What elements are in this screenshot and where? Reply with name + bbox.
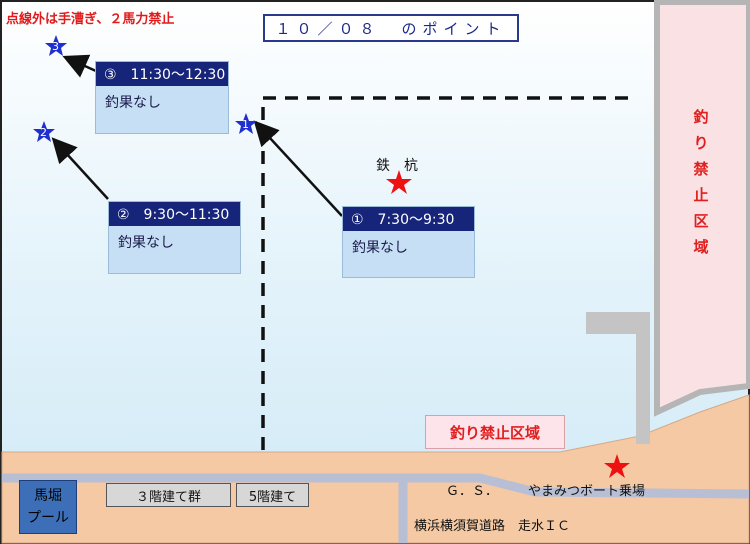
point-card-1: ① 7:30〜9:30 釣果なし: [342, 206, 475, 278]
point-marker-1: [235, 113, 257, 134]
pool-label-line1: 馬堀: [34, 488, 62, 504]
no-fishing-zone-box: 釣り禁止区域: [425, 415, 565, 449]
point-card-1-header: ① 7:30〜9:30: [343, 207, 474, 231]
point-card-3: ③ 11:30〜12:30 釣果なし: [95, 61, 229, 134]
point-marker-3: [45, 35, 67, 56]
point-marker-2-number: 2: [40, 126, 47, 139]
no-fishing-char: 域: [693, 238, 709, 256]
no-fishing-char: 区: [693, 212, 709, 230]
breakwater: [586, 312, 650, 444]
arrow-point-1: [253, 120, 343, 217]
point-card-2: ② 9:30〜11:30 釣果なし: [108, 201, 241, 274]
no-fishing-zone-box-label: 釣り禁止区域: [449, 423, 540, 442]
gas-station-label: Ｇ．Ｓ．: [446, 484, 499, 499]
point-card-3-header: ③ 11:30〜12:30: [96, 62, 228, 86]
point-card-3-result: 釣果なし: [105, 95, 161, 111]
coast-road: [2, 473, 750, 499]
no-fishing-char: り: [693, 134, 709, 152]
rowing-only-note: 点線外は手漕ぎ、２馬力禁止: [6, 12, 175, 27]
point-card-2-result: 釣果なし: [118, 235, 174, 251]
building-5f: 5階建て: [236, 483, 309, 507]
point-card-1-result: 釣果なし: [352, 240, 408, 256]
no-fishing-char: 釣: [693, 108, 709, 126]
building-3f-group: ３階建て群: [106, 483, 231, 507]
boat-limit-dashed-line: [261, 96, 636, 450]
pool-label-line2: プール: [27, 510, 69, 526]
boat-dock-label: やまみつボート乗場: [528, 484, 646, 499]
point-marker-2: [33, 121, 55, 142]
mabori-pool: 馬堀 プール: [19, 480, 77, 534]
iron-stake-star: [386, 170, 412, 194]
page-title: １０／０８ のポイント: [263, 14, 519, 42]
no-fishing-char: 禁: [693, 160, 709, 178]
boat-dock-star: [604, 454, 630, 478]
arrow-point-3: [62, 54, 97, 78]
building-5f-label: 5階建て: [248, 489, 297, 505]
highway-ic-label: 横浜横須賀道路 走水ＩＣ: [414, 519, 571, 534]
no-fishing-zone-vertical-label: 釣 り 禁 止 区 域: [686, 104, 716, 260]
point-marker-3-number: 3: [52, 40, 59, 53]
point-card-2-header: ② 9:30〜11:30: [109, 202, 240, 226]
no-fishing-zone-area: [654, 0, 750, 417]
arrow-point-2: [51, 137, 109, 200]
iron-stake-label: 鉄 杭: [376, 158, 418, 174]
point-marker-1-number: 1: [242, 118, 249, 131]
building-3f-label: ３階建て群: [135, 489, 201, 505]
no-fishing-char: 止: [693, 186, 709, 204]
